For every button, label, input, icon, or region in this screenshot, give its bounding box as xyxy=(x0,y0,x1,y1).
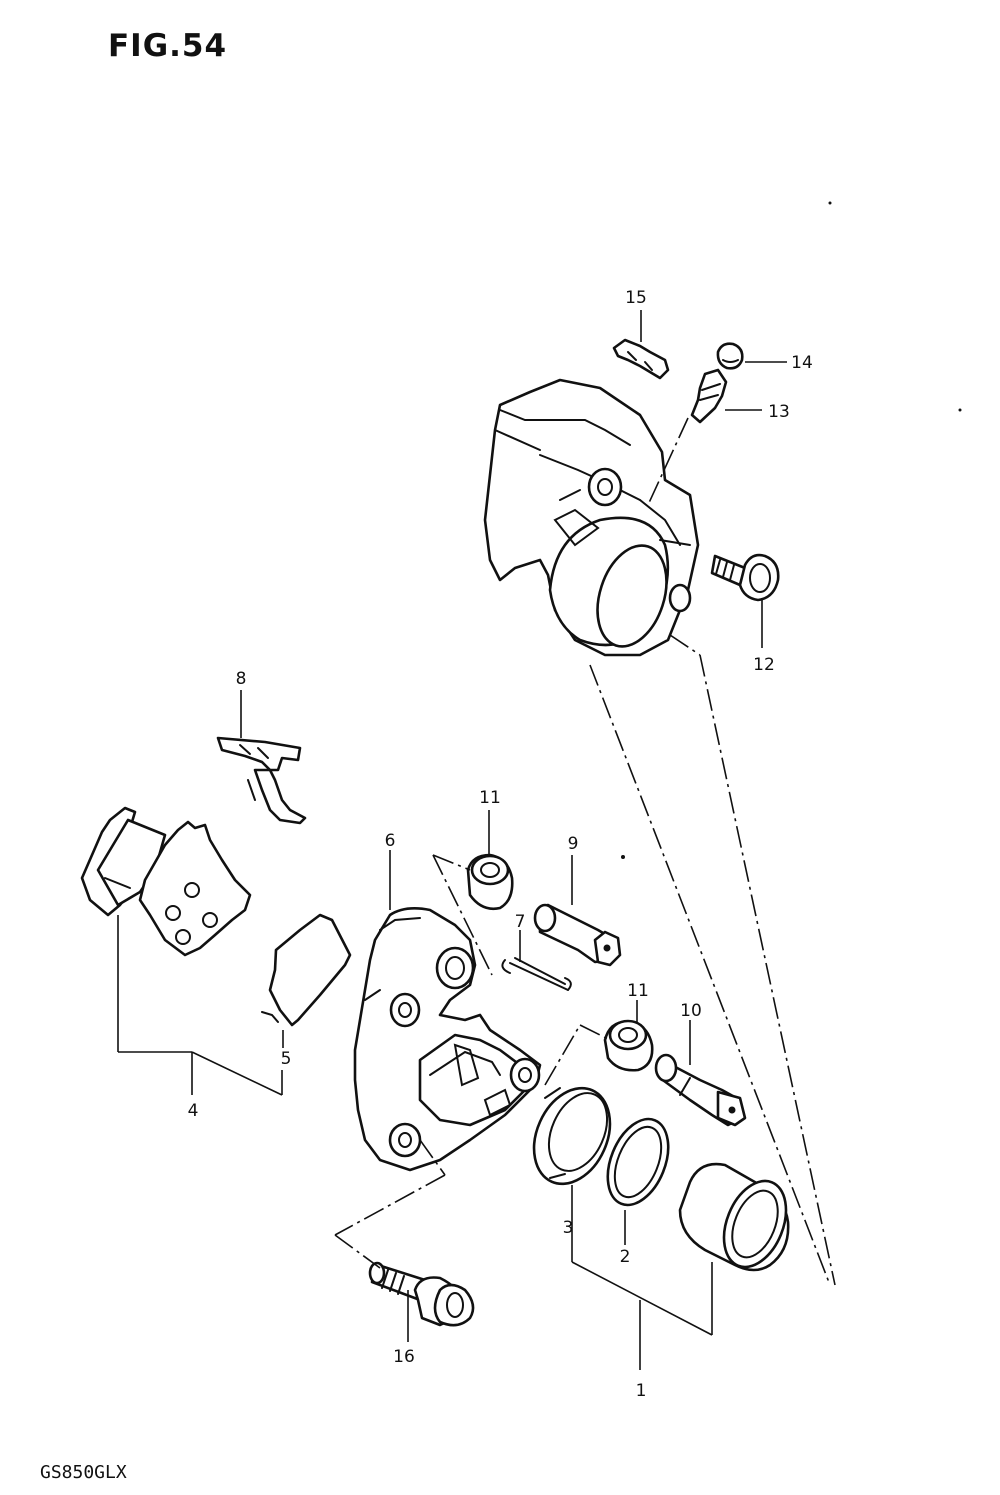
callout-11-lower: 11 xyxy=(627,981,649,1001)
part-13-bleeder-valve xyxy=(690,368,728,424)
part-10-sleeve-bolt xyxy=(654,1053,747,1127)
scan-speck xyxy=(958,408,962,412)
callout-10: 10 xyxy=(680,1001,702,1021)
callout-1: 1 xyxy=(636,1381,647,1401)
callout-6: 6 xyxy=(385,831,396,851)
part-4-brake-pads xyxy=(80,806,252,957)
part-5-pad-shim xyxy=(261,913,352,1027)
callout-11-upper: 11 xyxy=(479,788,501,808)
part-11-boot-upper xyxy=(466,853,514,910)
part-16-bracket-bolt xyxy=(368,1261,475,1327)
callout-4: 4 xyxy=(188,1101,199,1121)
callout-3: 3 xyxy=(563,1218,574,1238)
leader-lines xyxy=(117,310,836,1370)
callout-12: 12 xyxy=(753,655,775,675)
callout-2: 2 xyxy=(620,1247,631,1267)
part-12-caliper-bolt xyxy=(710,553,780,602)
callout-13: 13 xyxy=(768,402,790,422)
callout-9: 9 xyxy=(568,834,579,854)
part-14-bleeder-cap xyxy=(716,342,744,370)
part-15-pad-spring xyxy=(612,338,670,380)
part-11-boot-lower xyxy=(603,1019,654,1072)
callout-14: 14 xyxy=(791,353,813,373)
callout-15: 15 xyxy=(625,288,647,308)
part-6-caliper-holder xyxy=(353,907,542,1172)
part-1-piston xyxy=(678,1162,790,1272)
figure-title: FIG.54 xyxy=(108,28,228,64)
model-code: GS850GLX xyxy=(40,1462,127,1483)
scan-speck xyxy=(621,855,625,859)
callout-7: 7 xyxy=(515,912,526,932)
part-2-piston-seal xyxy=(606,1117,670,1207)
callout-5: 5 xyxy=(281,1049,292,1069)
part-3-piston-seal-boot xyxy=(532,1086,612,1186)
callout-8: 8 xyxy=(236,669,247,689)
callout-labels: 1 2 3 4 5 6 7 8 9 10 11 11 12 13 14 15 1… xyxy=(188,288,813,1401)
scan-speck xyxy=(828,201,832,205)
part-7-clip-pin xyxy=(501,957,572,991)
caliper-assembly-drawing xyxy=(483,378,700,657)
part-8-pad-spring xyxy=(216,736,307,825)
callout-16: 16 xyxy=(393,1347,415,1367)
part-9-sleeve xyxy=(533,903,622,967)
